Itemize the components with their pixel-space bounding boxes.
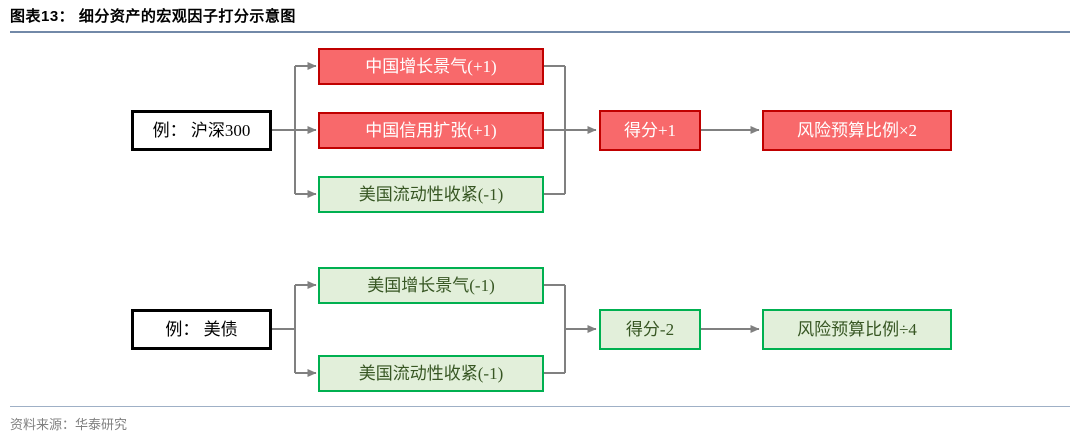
factor-box-china-growth[interactable]: 中国增长景气(+1) (318, 48, 544, 85)
footer-divider (10, 406, 1070, 407)
result-box-csi300[interactable]: 风险预算比例×2 (762, 110, 952, 151)
flow-diagram: 例： 沪深300 中国增长景气(+1) 中国信用扩张(+1) 美国流动性收紧(-… (0, 36, 1080, 402)
score-box-csi300[interactable]: 得分+1 (599, 110, 701, 151)
anchor-box-csi300[interactable]: 例： 沪深300 (131, 110, 272, 151)
factor-box-china-credit[interactable]: 中国信用扩张(+1) (318, 112, 544, 149)
title-divider (10, 31, 1070, 33)
factor-box-us-growth[interactable]: 美国增长景气(-1) (318, 267, 544, 304)
source-note: 资料来源：华泰研究 (10, 417, 128, 432)
factor-box-us-liquidity-row1[interactable]: 美国流动性收紧(-1) (318, 176, 544, 213)
page-title: 图表13： 细分资产的宏观因子打分示意图 (10, 8, 296, 25)
connector-lines (272, 62, 760, 377)
result-box-us-treasury[interactable]: 风险预算比例÷4 (762, 309, 952, 350)
factor-box-us-liquidity-row2[interactable]: 美国流动性收紧(-1) (318, 355, 544, 392)
score-box-us-treasury[interactable]: 得分-2 (599, 309, 701, 350)
anchor-box-us-treasury[interactable]: 例： 美债 (131, 309, 272, 350)
